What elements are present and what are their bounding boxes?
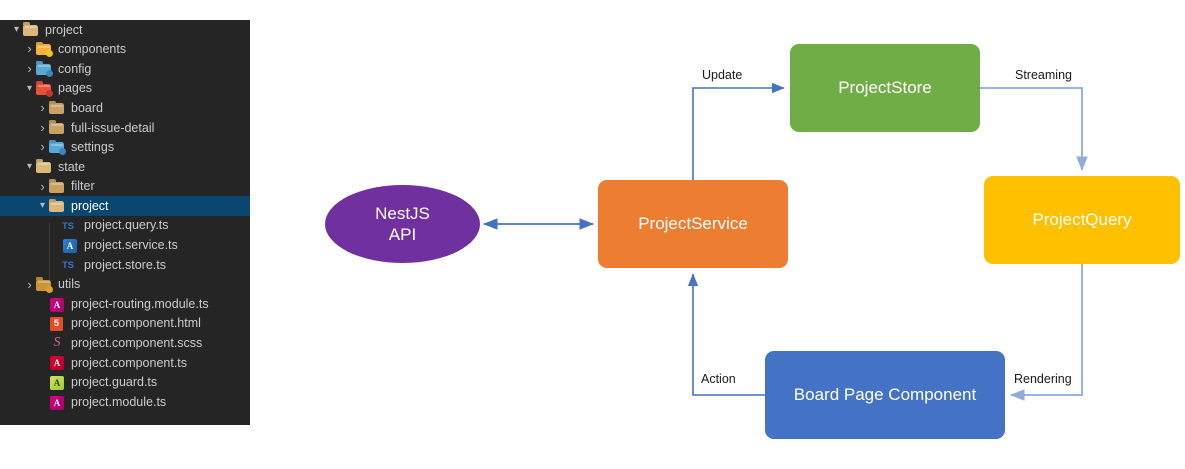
chevron-right-icon[interactable] bbox=[36, 140, 49, 154]
edge-rendering bbox=[1010, 264, 1083, 401]
diagram-edges bbox=[483, 82, 1088, 401]
chevron-right-icon[interactable] bbox=[36, 121, 49, 135]
typescript-file-icon: TS bbox=[62, 259, 74, 271]
folder-icon bbox=[36, 62, 53, 77]
chevron-right-icon[interactable] bbox=[23, 62, 36, 76]
chevron-down-icon[interactable] bbox=[23, 84, 36, 94]
tree-row[interactable]: TS project.query.ts bbox=[0, 216, 250, 236]
tree-row-label: project bbox=[45, 22, 83, 37]
file-tree[interactable]: project components config pages board full-is… bbox=[0, 20, 250, 412]
angular-guard-icon: A bbox=[49, 375, 65, 390]
chevron-right-icon[interactable] bbox=[23, 278, 36, 292]
tree-row-label: project.component.scss bbox=[71, 336, 203, 351]
folder-icon bbox=[36, 42, 53, 58]
tree-row[interactable]: filter bbox=[0, 177, 250, 197]
tree-row-label: project.store.ts bbox=[84, 257, 166, 272]
tree-indent-guide bbox=[49, 223, 50, 282]
tree-row[interactable]: full-issue-detail bbox=[0, 118, 250, 138]
tree-row-label: project-routing.module.ts bbox=[71, 296, 209, 311]
tree-row[interactable]: 5 project.component.html bbox=[0, 314, 250, 334]
chevron-down-icon[interactable] bbox=[36, 201, 49, 211]
edge-label-update: Update bbox=[702, 68, 743, 82]
diagram-node-board: Board Page Component bbox=[765, 351, 1005, 439]
tree-row[interactable]: project bbox=[0, 20, 250, 40]
edge-label-streaming: Streaming bbox=[1015, 68, 1072, 82]
tree-row-label: filter bbox=[71, 179, 95, 194]
chevron-right-icon[interactable] bbox=[36, 180, 49, 194]
tree-row-label: board bbox=[71, 100, 103, 115]
tree-row-label: project bbox=[71, 198, 109, 213]
diagram-node-nestjs: NestJS API bbox=[325, 185, 480, 263]
chevron-down-icon[interactable] bbox=[10, 25, 23, 35]
chevron-right-icon[interactable] bbox=[36, 101, 49, 115]
folder-icon bbox=[49, 121, 65, 135]
folder-icon bbox=[49, 140, 66, 156]
tree-row-label: project.component.ts bbox=[71, 355, 188, 370]
edge-label-rendering: Rendering bbox=[1014, 372, 1072, 386]
tree-row[interactable]: utils bbox=[0, 275, 250, 295]
angular-file-icon: A bbox=[49, 356, 65, 371]
tree-row[interactable]: board bbox=[0, 98, 250, 118]
diagram-node-label: ProjectStore bbox=[838, 78, 932, 98]
edge-update bbox=[692, 82, 785, 180]
tree-row[interactable]: TS project.store.ts bbox=[0, 255, 250, 275]
angular-file-icon: A bbox=[49, 395, 65, 410]
folder-icon bbox=[49, 101, 65, 115]
diagram-node-label: Board Page Component bbox=[793, 385, 977, 405]
angular-file-icon: A bbox=[49, 297, 65, 312]
tree-row-label: settings bbox=[71, 140, 115, 155]
diagram-node-label: ProjectQuery bbox=[1032, 210, 1132, 230]
tree-row[interactable]: settings bbox=[0, 138, 250, 158]
tree-row-label: utils bbox=[58, 277, 81, 292]
tree-row[interactable]: components bbox=[0, 40, 250, 60]
tree-row-label: full-issue-detail bbox=[71, 120, 155, 135]
tree-row-label: project.query.ts bbox=[84, 218, 169, 233]
tree-row[interactable]: config bbox=[0, 59, 250, 79]
diagram-node-service: ProjectService bbox=[598, 180, 788, 268]
tree-row-label: project.service.ts bbox=[84, 238, 178, 253]
tree-row[interactable]: pages bbox=[0, 79, 250, 99]
edge-label-action: Action bbox=[701, 372, 736, 386]
file-explorer-panel[interactable]: project components config pages board full-is… bbox=[0, 20, 250, 425]
edge-action bbox=[687, 273, 765, 396]
edge-streaming bbox=[980, 87, 1088, 171]
sass-file-icon: S bbox=[53, 335, 61, 351]
tree-row-label: components bbox=[58, 42, 127, 57]
diagram-node-label: ProjectService bbox=[638, 214, 748, 234]
typescript-file-icon: TS bbox=[62, 220, 74, 232]
tree-row-label: project.guard.ts bbox=[71, 375, 158, 390]
folder-icon bbox=[36, 160, 52, 174]
tree-row[interactable]: state bbox=[0, 157, 250, 177]
folder-icon bbox=[49, 199, 65, 213]
folder-icon bbox=[49, 180, 65, 194]
diagram-node-store: ProjectStore bbox=[790, 44, 980, 132]
folder-icon bbox=[23, 23, 39, 37]
diagram-node-label: NestJS API bbox=[375, 203, 430, 244]
chevron-down-icon[interactable] bbox=[23, 162, 36, 172]
folder-icon bbox=[36, 82, 53, 97]
tree-row[interactable]: project bbox=[0, 196, 250, 216]
chevron-right-icon[interactable] bbox=[23, 42, 36, 56]
angular-file-icon: A bbox=[62, 238, 78, 253]
tree-row-label: pages bbox=[58, 81, 93, 96]
html-file-icon: 5 bbox=[49, 317, 65, 332]
tree-row-label: config bbox=[58, 61, 92, 76]
tree-row-label: state bbox=[58, 159, 86, 174]
tree-row-label: project.module.ts bbox=[71, 394, 167, 409]
diagram-node-query: ProjectQuery bbox=[984, 176, 1180, 264]
folder-icon bbox=[36, 278, 53, 293]
tree-row-label: project.component.html bbox=[71, 316, 201, 331]
